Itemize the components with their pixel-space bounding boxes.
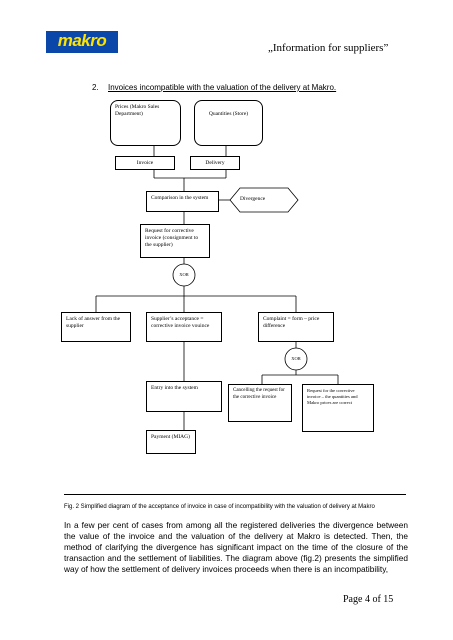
- xor-label-1: XOR: [179, 272, 189, 277]
- makro-logo: [46, 31, 118, 53]
- makro-logo-text: makro: [57, 31, 107, 50]
- lack-of-answer-node: Lack of answer from the supplier: [61, 312, 131, 342]
- figure-caption: Fig. 2 Simplified diagram of the accepta…: [64, 504, 375, 510]
- section-title: Invoices incompatible with the valuation…: [108, 83, 337, 92]
- request-corrective-node: Request for corrective invoice (consignm…: [140, 224, 210, 258]
- page-number: Page 4 of 15: [343, 594, 394, 605]
- section-number: 2.: [92, 83, 99, 92]
- prices-node: Prices (Makro Sales Department): [110, 100, 181, 146]
- payment-node: Payment (MIAG): [146, 430, 196, 454]
- xor-circle-2: [284, 347, 308, 371]
- divergence-hexagon: [229, 187, 299, 213]
- entry-node: Entry into the system: [146, 381, 222, 412]
- cancelling-node: Cancelling the request for the correctiv…: [228, 384, 292, 422]
- quantities-node: Quantities (Store): [194, 100, 263, 146]
- complaint-node: Complaint = form – price difference: [258, 312, 334, 342]
- caption-rule: [64, 494, 406, 495]
- comparison-node: Comparison in the system: [146, 191, 219, 212]
- xor-label-2: XOR: [291, 356, 301, 361]
- divergence-label: Divergence: [240, 196, 266, 202]
- invoice-node: Invoice: [115, 156, 175, 170]
- supplier-acceptance-node: Supplier’s acceptance = corrective invoi…: [146, 312, 222, 342]
- delivery-node: Delivery: [190, 156, 240, 170]
- xor-circle-1: [172, 263, 196, 287]
- request-for-node: Request for the corrective invoice – the…: [302, 384, 374, 432]
- body-paragraph: In a few per cent of cases from among al…: [64, 520, 408, 574]
- header-title: „Information for suppliers”: [268, 42, 389, 54]
